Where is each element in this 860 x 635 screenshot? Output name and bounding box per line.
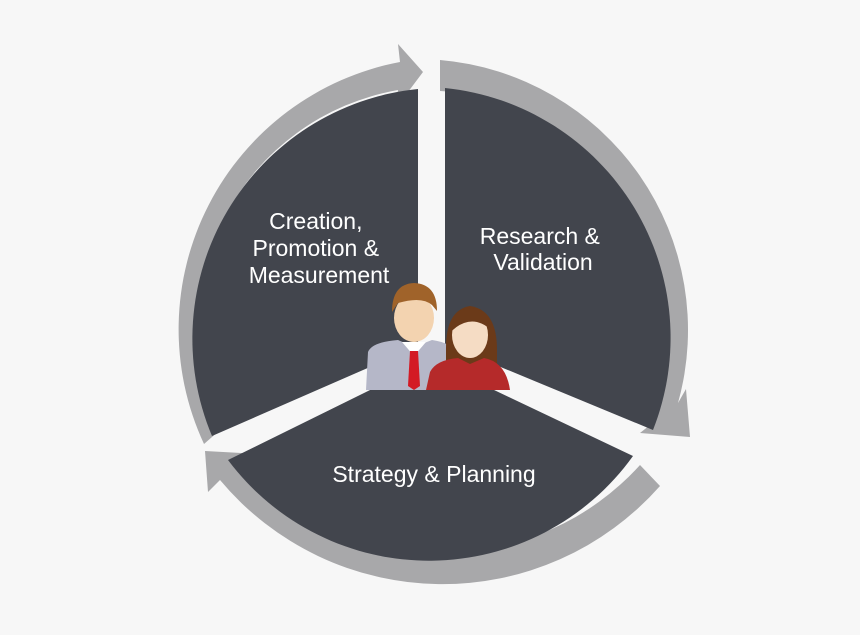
label-creation: Creation, Promotion & Measurement (249, 208, 390, 288)
arrow-research-to-strategy (440, 60, 690, 437)
label-creation-line-3: Measurement (249, 262, 390, 288)
label-research-line-2: Validation (493, 249, 592, 275)
segment-creation (192, 89, 418, 436)
woman-figure-icon (426, 306, 510, 390)
segment-strategy (228, 360, 633, 561)
label-research-line-1: Research & (480, 223, 600, 249)
segment-research (445, 88, 671, 430)
label-strategy: Strategy & Planning (332, 461, 535, 487)
man-figure-icon (366, 283, 456, 390)
pie-segments (192, 88, 671, 561)
segment-labels: Research & Validation Strategy & Plannin… (249, 208, 607, 487)
label-strategy-line-1: Strategy & Planning (332, 461, 535, 487)
label-research: Research & Validation (480, 223, 607, 275)
label-creation-line-2: Promotion & (253, 235, 380, 261)
team-people-icon (366, 283, 510, 390)
arrow-strategy-to-creation (205, 451, 660, 585)
label-creation-line-1: Creation, (269, 208, 362, 234)
